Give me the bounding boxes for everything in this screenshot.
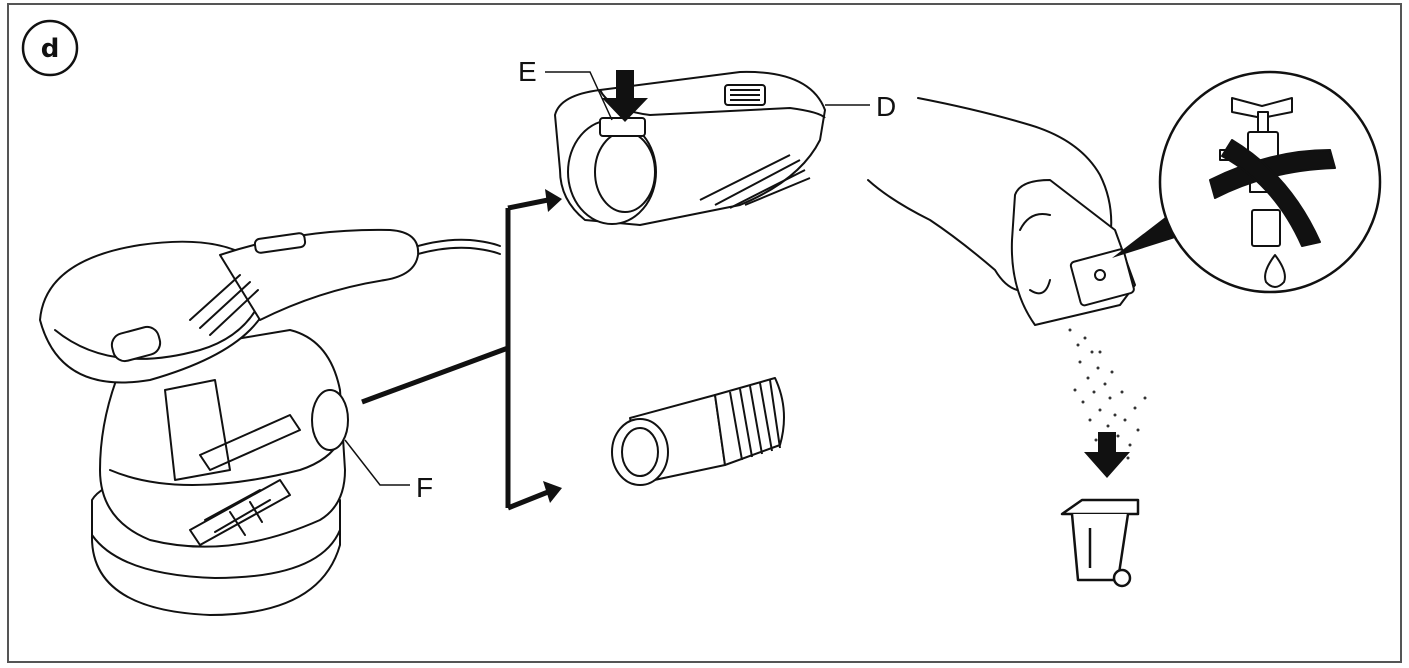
- label-e: E: [518, 56, 537, 87]
- water-drop: [1264, 254, 1286, 288]
- label-f: F: [416, 472, 433, 503]
- step-badge: d: [21, 19, 79, 77]
- arrow-head-top: [545, 189, 562, 212]
- label-f-leader: [344, 439, 410, 486]
- hose-adapter: [611, 377, 785, 486]
- canister-release-button: [599, 117, 646, 137]
- branch-bottom: [507, 489, 549, 511]
- sander-switch: [110, 325, 162, 363]
- hand-emptying-canister: [867, 97, 1136, 326]
- branch-stem: [361, 345, 509, 405]
- push-arrow: [602, 70, 648, 122]
- callout-pointer: [1112, 215, 1175, 258]
- down-arrow-icon: [1084, 432, 1130, 478]
- crossed-out-tap-icon: [1209, 97, 1336, 288]
- dust-canister: [554, 70, 826, 226]
- step-badge-letter: d: [41, 34, 60, 64]
- dust-port: [311, 389, 349, 451]
- figure-frame: [7, 3, 1402, 663]
- step-badge-circle: [21, 19, 79, 77]
- power-cord: [404, 238, 501, 251]
- branch-arrows: [361, 197, 549, 511]
- wheelie-bin-icon: [1060, 498, 1140, 588]
- label-d: D: [876, 91, 896, 122]
- label-e-leader: [545, 71, 613, 121]
- sander-illustration: [39, 228, 501, 616]
- branch-top: [507, 197, 549, 211]
- falling-dust: [1068, 328, 1147, 460]
- arrow-head-bottom: [543, 481, 562, 503]
- no-water-callout: [1112, 70, 1382, 294]
